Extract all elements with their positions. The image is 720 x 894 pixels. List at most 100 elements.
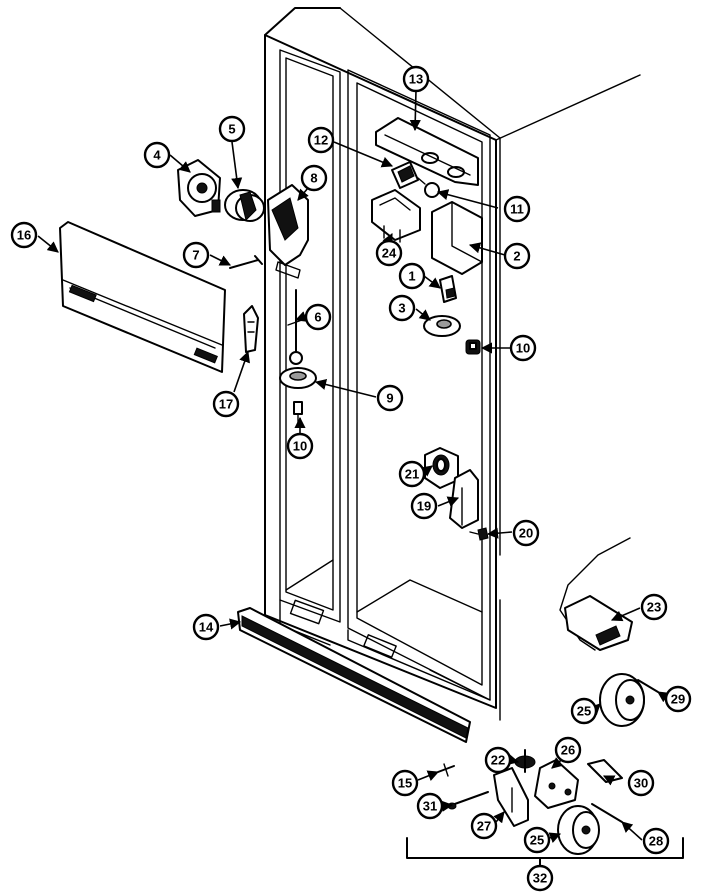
- part-16-control-panel: [59, 221, 226, 373]
- svg-text:1: 1: [408, 269, 415, 284]
- svg-text:19: 19: [417, 499, 431, 514]
- callout-14: 14: [192, 613, 220, 641]
- callout-10: 10: [286, 432, 314, 460]
- part-26-bracket: [534, 759, 579, 809]
- callout-25-lower: 25: [523, 826, 551, 854]
- part-22-leveler: [514, 749, 536, 773]
- callout-1: 1: [398, 262, 426, 290]
- part-10-screw-left: [293, 401, 303, 425]
- callout-9: 9: [376, 384, 404, 412]
- svg-text:25: 25: [577, 704, 591, 719]
- svg-text:24: 24: [382, 246, 397, 261]
- svg-text:27: 27: [477, 819, 491, 834]
- part-2-cover: [431, 201, 483, 275]
- leader-lines: [37, 89, 670, 843]
- svg-text:7: 7: [192, 248, 199, 263]
- callout-12: 12: [307, 126, 335, 154]
- part-9-disc: [279, 367, 317, 389]
- callout-25-upper: 25: [570, 697, 598, 725]
- callout-26: 26: [554, 736, 582, 764]
- part-4-motor: [177, 159, 221, 217]
- svg-text:12: 12: [314, 133, 328, 148]
- svg-text:4: 4: [153, 148, 161, 163]
- callout-18: 10: [509, 334, 537, 362]
- callout-32: 32: [526, 864, 554, 892]
- part-23-roller-cover: [559, 537, 633, 651]
- part-1-clip: [439, 275, 457, 303]
- callout-16: 16: [10, 221, 38, 249]
- svg-text:5: 5: [228, 122, 235, 137]
- svg-text:10: 10: [516, 341, 530, 356]
- callout-30: 30: [627, 769, 655, 797]
- svg-text:2: 2: [513, 249, 520, 264]
- part-12-light-socket: [391, 161, 419, 189]
- part-8-housing: [267, 184, 309, 279]
- svg-text:3: 3: [398, 301, 405, 316]
- part-6-shaft: [287, 289, 303, 365]
- part-27-support: [493, 767, 529, 827]
- callout-7: 7: [182, 241, 210, 269]
- part-29-pin-upper: [637, 679, 659, 693]
- svg-text:20: 20: [519, 526, 533, 541]
- svg-text:26: 26: [561, 743, 575, 758]
- callout-29: 29: [664, 685, 692, 713]
- callout-2: 2: [503, 242, 531, 270]
- svg-text:22: 22: [491, 753, 505, 768]
- callout-19: 19: [410, 492, 438, 520]
- part-3-knob: [423, 315, 461, 337]
- callout-27: 27: [470, 812, 498, 840]
- part-13-mount-bracket: [375, 117, 479, 186]
- part-32-group-bracket: [406, 837, 684, 859]
- svg-text:28: 28: [649, 834, 663, 849]
- svg-text:29: 29: [671, 692, 685, 707]
- part-11-bulb: [417, 177, 440, 198]
- part-5-fan-motor: [224, 189, 265, 222]
- part-25-wheel-lower: [557, 805, 600, 855]
- svg-text:11: 11: [510, 202, 524, 217]
- part-31-bolt: [447, 791, 489, 810]
- callout-4: 4: [143, 141, 171, 169]
- part-20-screw: [469, 527, 489, 541]
- svg-text:9: 9: [386, 391, 393, 406]
- callout-15: 15: [391, 769, 419, 797]
- callout-17: 17: [212, 390, 240, 418]
- callout-24: 24: [375, 239, 403, 267]
- svg-text:15: 15: [398, 776, 412, 791]
- callout-28: 28: [642, 827, 670, 855]
- svg-text:21: 21: [405, 467, 419, 482]
- svg-text:10: 10: [293, 439, 307, 454]
- callout-21: 21: [398, 460, 426, 488]
- svg-text:31: 31: [423, 799, 437, 814]
- part-30-plate: [587, 759, 623, 783]
- part-18-block: [465, 339, 481, 355]
- svg-text:30: 30: [634, 776, 648, 791]
- callout-13: 13: [402, 65, 430, 93]
- callout-31: 31: [416, 792, 444, 820]
- callout-11: 11: [503, 195, 531, 223]
- svg-text:16: 16: [17, 228, 31, 243]
- part-17-bracket: [243, 305, 259, 353]
- svg-text:6: 6: [314, 310, 321, 325]
- part-7-clip: [229, 255, 263, 269]
- part-24-switch: [371, 189, 421, 243]
- svg-text:32: 32: [533, 871, 547, 886]
- svg-text:8: 8: [310, 171, 317, 186]
- svg-text:14: 14: [199, 620, 214, 635]
- callout-3: 3: [388, 294, 416, 322]
- part-14-grille: [237, 607, 471, 743]
- callout-6: 6: [304, 303, 332, 331]
- callout-5: 5: [218, 115, 246, 143]
- svg-text:13: 13: [409, 72, 423, 87]
- part-15-clip: [437, 763, 455, 777]
- svg-text:25: 25: [530, 833, 544, 848]
- callout-20: 20: [512, 519, 540, 547]
- callout-22: 22: [484, 746, 512, 774]
- part-19-bracket: [449, 469, 479, 529]
- part-28-pin-lower: [591, 803, 623, 823]
- callout-8: 8: [300, 164, 328, 192]
- svg-text:23: 23: [647, 600, 661, 615]
- part-25-wheel-upper: [599, 673, 645, 727]
- svg-text:17: 17: [219, 397, 233, 412]
- callout-23: 23: [640, 593, 668, 621]
